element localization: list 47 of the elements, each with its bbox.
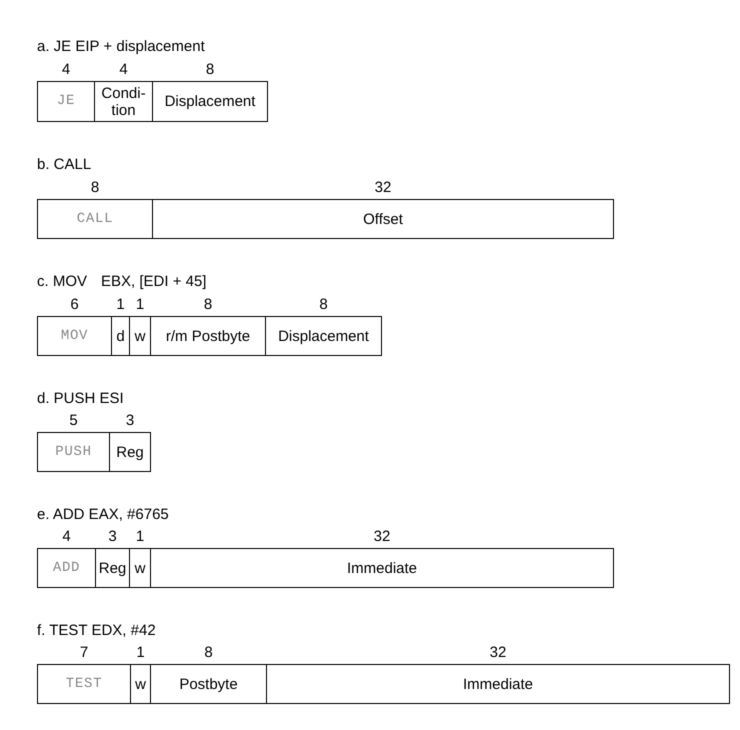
bit-width-label: 32 [488, 644, 508, 662]
bit-width-label: 8 [203, 644, 214, 662]
bit-width-label: 1 [134, 528, 146, 546]
instruction-field: d [111, 316, 130, 356]
bit-width-label: 6 [69, 296, 80, 314]
bit-width-label: 1 [135, 644, 146, 662]
bit-width-label: 8 [90, 179, 100, 197]
bit-width-label: 8 [318, 296, 329, 314]
instruction-field: w [130, 664, 151, 704]
instruction-field: w [129, 316, 151, 356]
instruction-field: r/m Postbyte [150, 316, 266, 356]
bit-width-label: 8 [204, 61, 216, 79]
format-title: d. PUSH ESI [37, 390, 124, 408]
bit-width-label: 5 [68, 412, 79, 430]
instruction-field: Reg [95, 548, 130, 588]
instruction-field: Displacement [152, 81, 268, 122]
bit-width-label: 4 [60, 61, 72, 79]
bit-width-label: 4 [61, 528, 72, 546]
instruction-field: Postbyte [150, 664, 267, 704]
bit-width-label: 4 [118, 61, 129, 79]
format-title: c. MOV [37, 273, 88, 291]
instruction-field: Condi- tion [94, 81, 153, 122]
opcode-field: TEST [37, 664, 131, 704]
bit-width-label: 32 [374, 179, 392, 197]
instruction-field: Offset [152, 199, 614, 239]
opcode-field: PUSH [37, 432, 110, 472]
instruction-field: w [129, 548, 151, 588]
opcode-field: JE [37, 81, 95, 122]
instruction-field: Displacement [265, 316, 382, 356]
bit-width-label: 7 [78, 644, 90, 662]
opcode-field: MOV [37, 316, 112, 356]
instruction-field: Reg [109, 432, 151, 472]
bit-width-label: 8 [202, 296, 214, 314]
format-title: f. TEST EDX, #42 [37, 622, 156, 640]
format-title: e. ADD EAX, #6765 [37, 506, 169, 524]
opcode-field: CALL [37, 199, 153, 239]
format-title: a. JE EIP + displacement [37, 38, 205, 56]
instruction-field: Immediate [150, 548, 614, 588]
bit-width-label: 1 [115, 296, 126, 314]
bit-width-label: 3 [107, 528, 118, 546]
instruction-field: Immediate [266, 664, 730, 704]
format-title: EBX, [EDI + 45] [101, 273, 206, 291]
format-title: b. CALL [37, 156, 92, 174]
bit-width-label: 32 [372, 528, 392, 546]
bit-width-label: 1 [134, 296, 146, 314]
opcode-field: ADD [37, 548, 96, 588]
bit-width-label: 3 [124, 412, 136, 430]
